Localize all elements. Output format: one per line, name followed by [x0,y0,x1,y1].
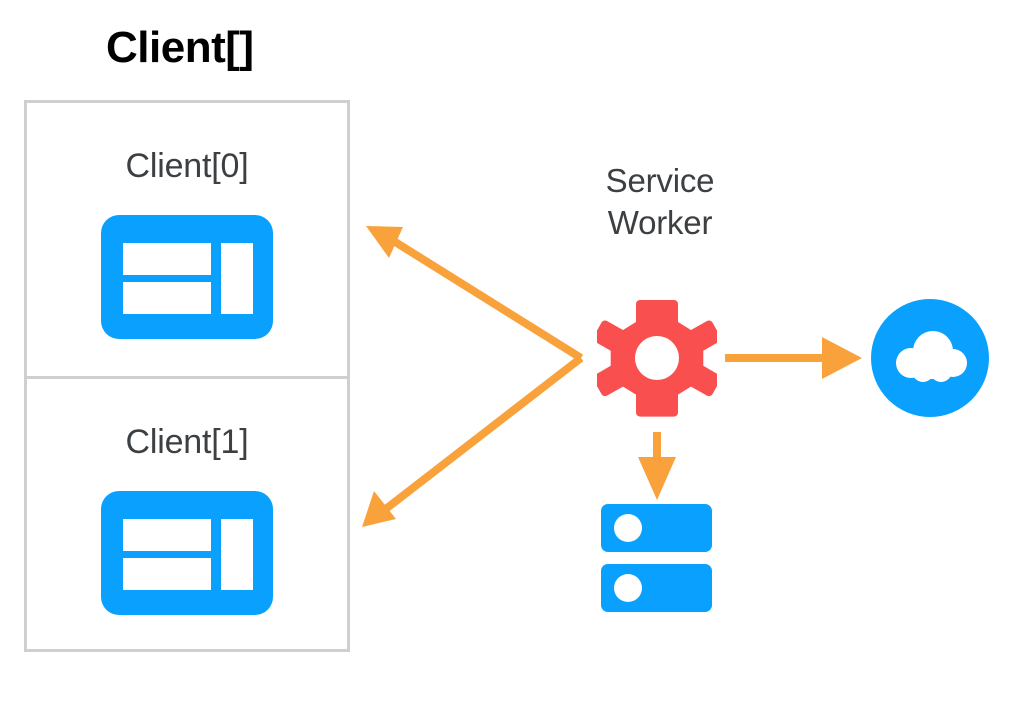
server-database-icon-wrap[interactable] [601,504,715,614]
browser-window-icon [101,491,273,615]
cloud-icon [871,299,989,417]
arrow-sw-to-client1 [362,354,584,527]
arrow-sw-to-client0 [366,226,584,362]
client-0-label: Client[0] [125,147,249,185]
client-cell-1[interactable]: Client[1] [27,376,347,649]
client-1-label: Client[1] [125,423,249,461]
client-1-icon-wrap [27,491,347,615]
client-array-container: Client[0] Client[1] [24,100,350,652]
page-title: Client[] [106,23,254,72]
service-worker-label-line2: Worker [607,204,713,241]
browser-window-icon [101,215,273,339]
client-cell-0[interactable]: Client[0] [27,103,347,376]
service-worker-label-line1: Service [605,162,715,199]
gear-icon [593,300,721,417]
client-0-icon-wrap [27,215,347,339]
service-worker-label: Service Worker [570,160,750,244]
server-database-icon [601,504,712,612]
arrow-sw-to-database [638,432,676,500]
cloud-icon-wrap[interactable] [871,299,989,417]
arrow-sw-to-cloud [725,337,862,379]
service-worker-gear-wrap[interactable] [593,298,721,418]
